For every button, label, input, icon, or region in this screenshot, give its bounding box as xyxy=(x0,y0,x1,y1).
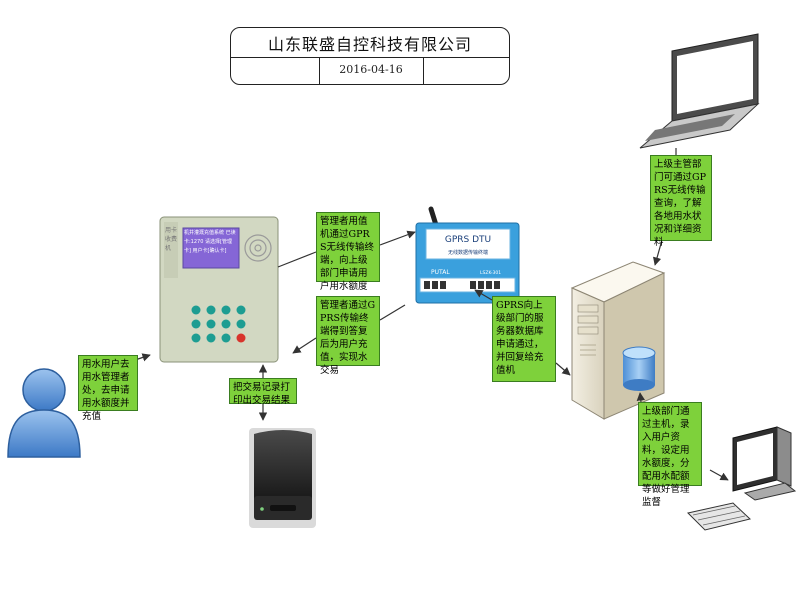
title-separator-right xyxy=(423,57,424,84)
note-print-record: 把交易记录打印出交易结果 xyxy=(229,378,297,406)
company-title: 山东联盛自控科技有限公司 xyxy=(267,35,472,54)
note-dtu-to-server: GPRS向上级部门的服务器数据库申请通过，并回复给充值机 xyxy=(492,296,556,382)
connector-lines xyxy=(134,148,729,481)
dtu-model-text: LSZK-301 xyxy=(480,270,501,276)
dtu-subtitle-text: 无线数据传输终端 xyxy=(448,249,488,256)
user-person-icon xyxy=(7,368,81,458)
receipt-printer-icon xyxy=(249,428,316,528)
dtu-brand-text: PUTAL xyxy=(431,269,450,276)
desktop-computer-icon xyxy=(687,426,797,531)
title-divider xyxy=(231,57,509,58)
gprs-dtu-device-icon xyxy=(415,206,520,304)
title-separator-left xyxy=(319,57,320,84)
dtu-title-text: GPRS DTU xyxy=(445,235,491,245)
machine-side-label: 用卡收费机 xyxy=(165,227,178,252)
server-icon xyxy=(570,261,666,420)
note-user-to-machine: 用水用户去用水管理者处，去申请用水额度并充值 xyxy=(78,355,138,422)
title-box: 山东联盛自控科技有限公司 2016-04-16 xyxy=(230,27,510,85)
note-laptop-query: 上级主管部门可通过GPRS无线传输查询，了解各地用水状况和详细资料 xyxy=(650,155,712,248)
card-recharge-machine-icon xyxy=(159,216,279,363)
note-dtu-to-machine: 管理者通过GPRS传输终端得到答复后为用户充值，实现水交易 xyxy=(316,296,380,376)
title-date: 2016-04-16 xyxy=(339,63,403,76)
note-machine-to-dtu: 管理者用值机通过GPRS无线传输终端，向上级部门申请用户用水额度 xyxy=(316,212,380,292)
laptop-icon xyxy=(639,33,760,149)
database-icon xyxy=(622,346,656,391)
machine-screen-text: 机井灌溉充值系统 已读卡:1270 请选择[管理卡] 用户卡[确认卡] xyxy=(184,230,236,254)
note-desktop-management: 上级部门通过主机，录入用户资料，设定用水额度，分配用水配额等做好管理监督 xyxy=(638,402,702,508)
